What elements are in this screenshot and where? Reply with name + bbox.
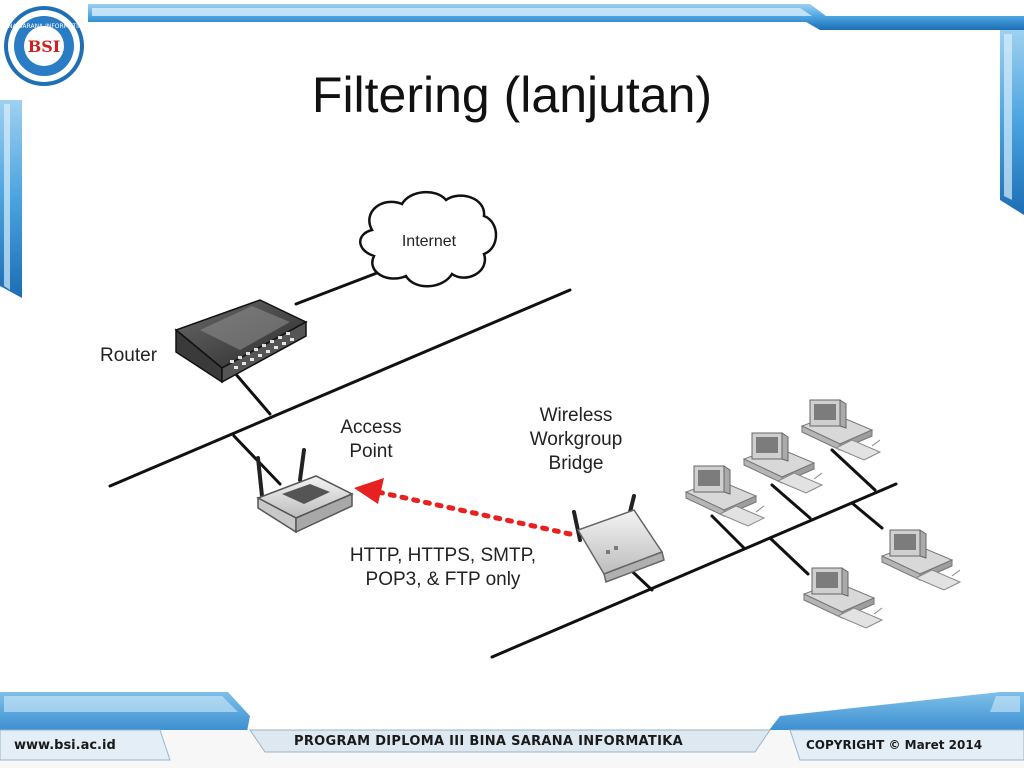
internet-cloud	[359, 191, 498, 288]
internet-label: Internet	[402, 233, 457, 250]
bridge-label: Wireless Workgroup Bridge	[516, 404, 636, 476]
slide-title: Filtering (lanjutan)	[311, 67, 713, 123]
logo-mark: BSI	[28, 37, 61, 56]
footer-program: PROGRAM DIPLOMA III BINA SARANA INFORMAT…	[294, 734, 683, 749]
computer-icon	[742, 432, 824, 494]
computer-icon	[684, 465, 766, 527]
bridge-label-line2: Workgroup	[529, 429, 623, 450]
bsi-logo: BSI BINA SARANA INFORMATIKA	[2, 6, 87, 86]
access-point-icon	[256, 448, 354, 534]
filter-note-line1: HTTP, HTTPS, SMTP,	[349, 545, 537, 566]
filter-note-line2: POP3, & FTP only	[365, 569, 521, 590]
computer-icon	[802, 567, 884, 629]
access-point-label-line1: Access	[340, 417, 402, 438]
bottom-frame	[0, 692, 1024, 768]
access-point-label: Access Point	[330, 416, 412, 464]
bridge-label-line3: Bridge	[548, 453, 604, 474]
router-label: Router	[100, 345, 158, 366]
footer-copyright: COPYRIGHT © Maret 2014	[806, 738, 983, 752]
filter-note: HTTP, HTTPS, SMTP, POP3, & FTP only	[330, 544, 556, 592]
top-frame	[88, 4, 1024, 215]
wireless-bridge-icon	[572, 494, 665, 584]
computer-icon	[800, 399, 882, 461]
network-cables	[108, 266, 898, 659]
logo-ring-text: BINA SARANA INFORMATIKA	[2, 23, 87, 30]
bridge-label-line1: Wireless	[539, 405, 613, 426]
computer-icon	[880, 529, 962, 591]
router-icon	[174, 299, 308, 384]
footer-website: www.bsi.ac.id	[14, 738, 116, 753]
left-frame	[0, 100, 22, 298]
access-point-label-line2: Point	[349, 441, 393, 462]
filter-arrow	[354, 478, 573, 537]
